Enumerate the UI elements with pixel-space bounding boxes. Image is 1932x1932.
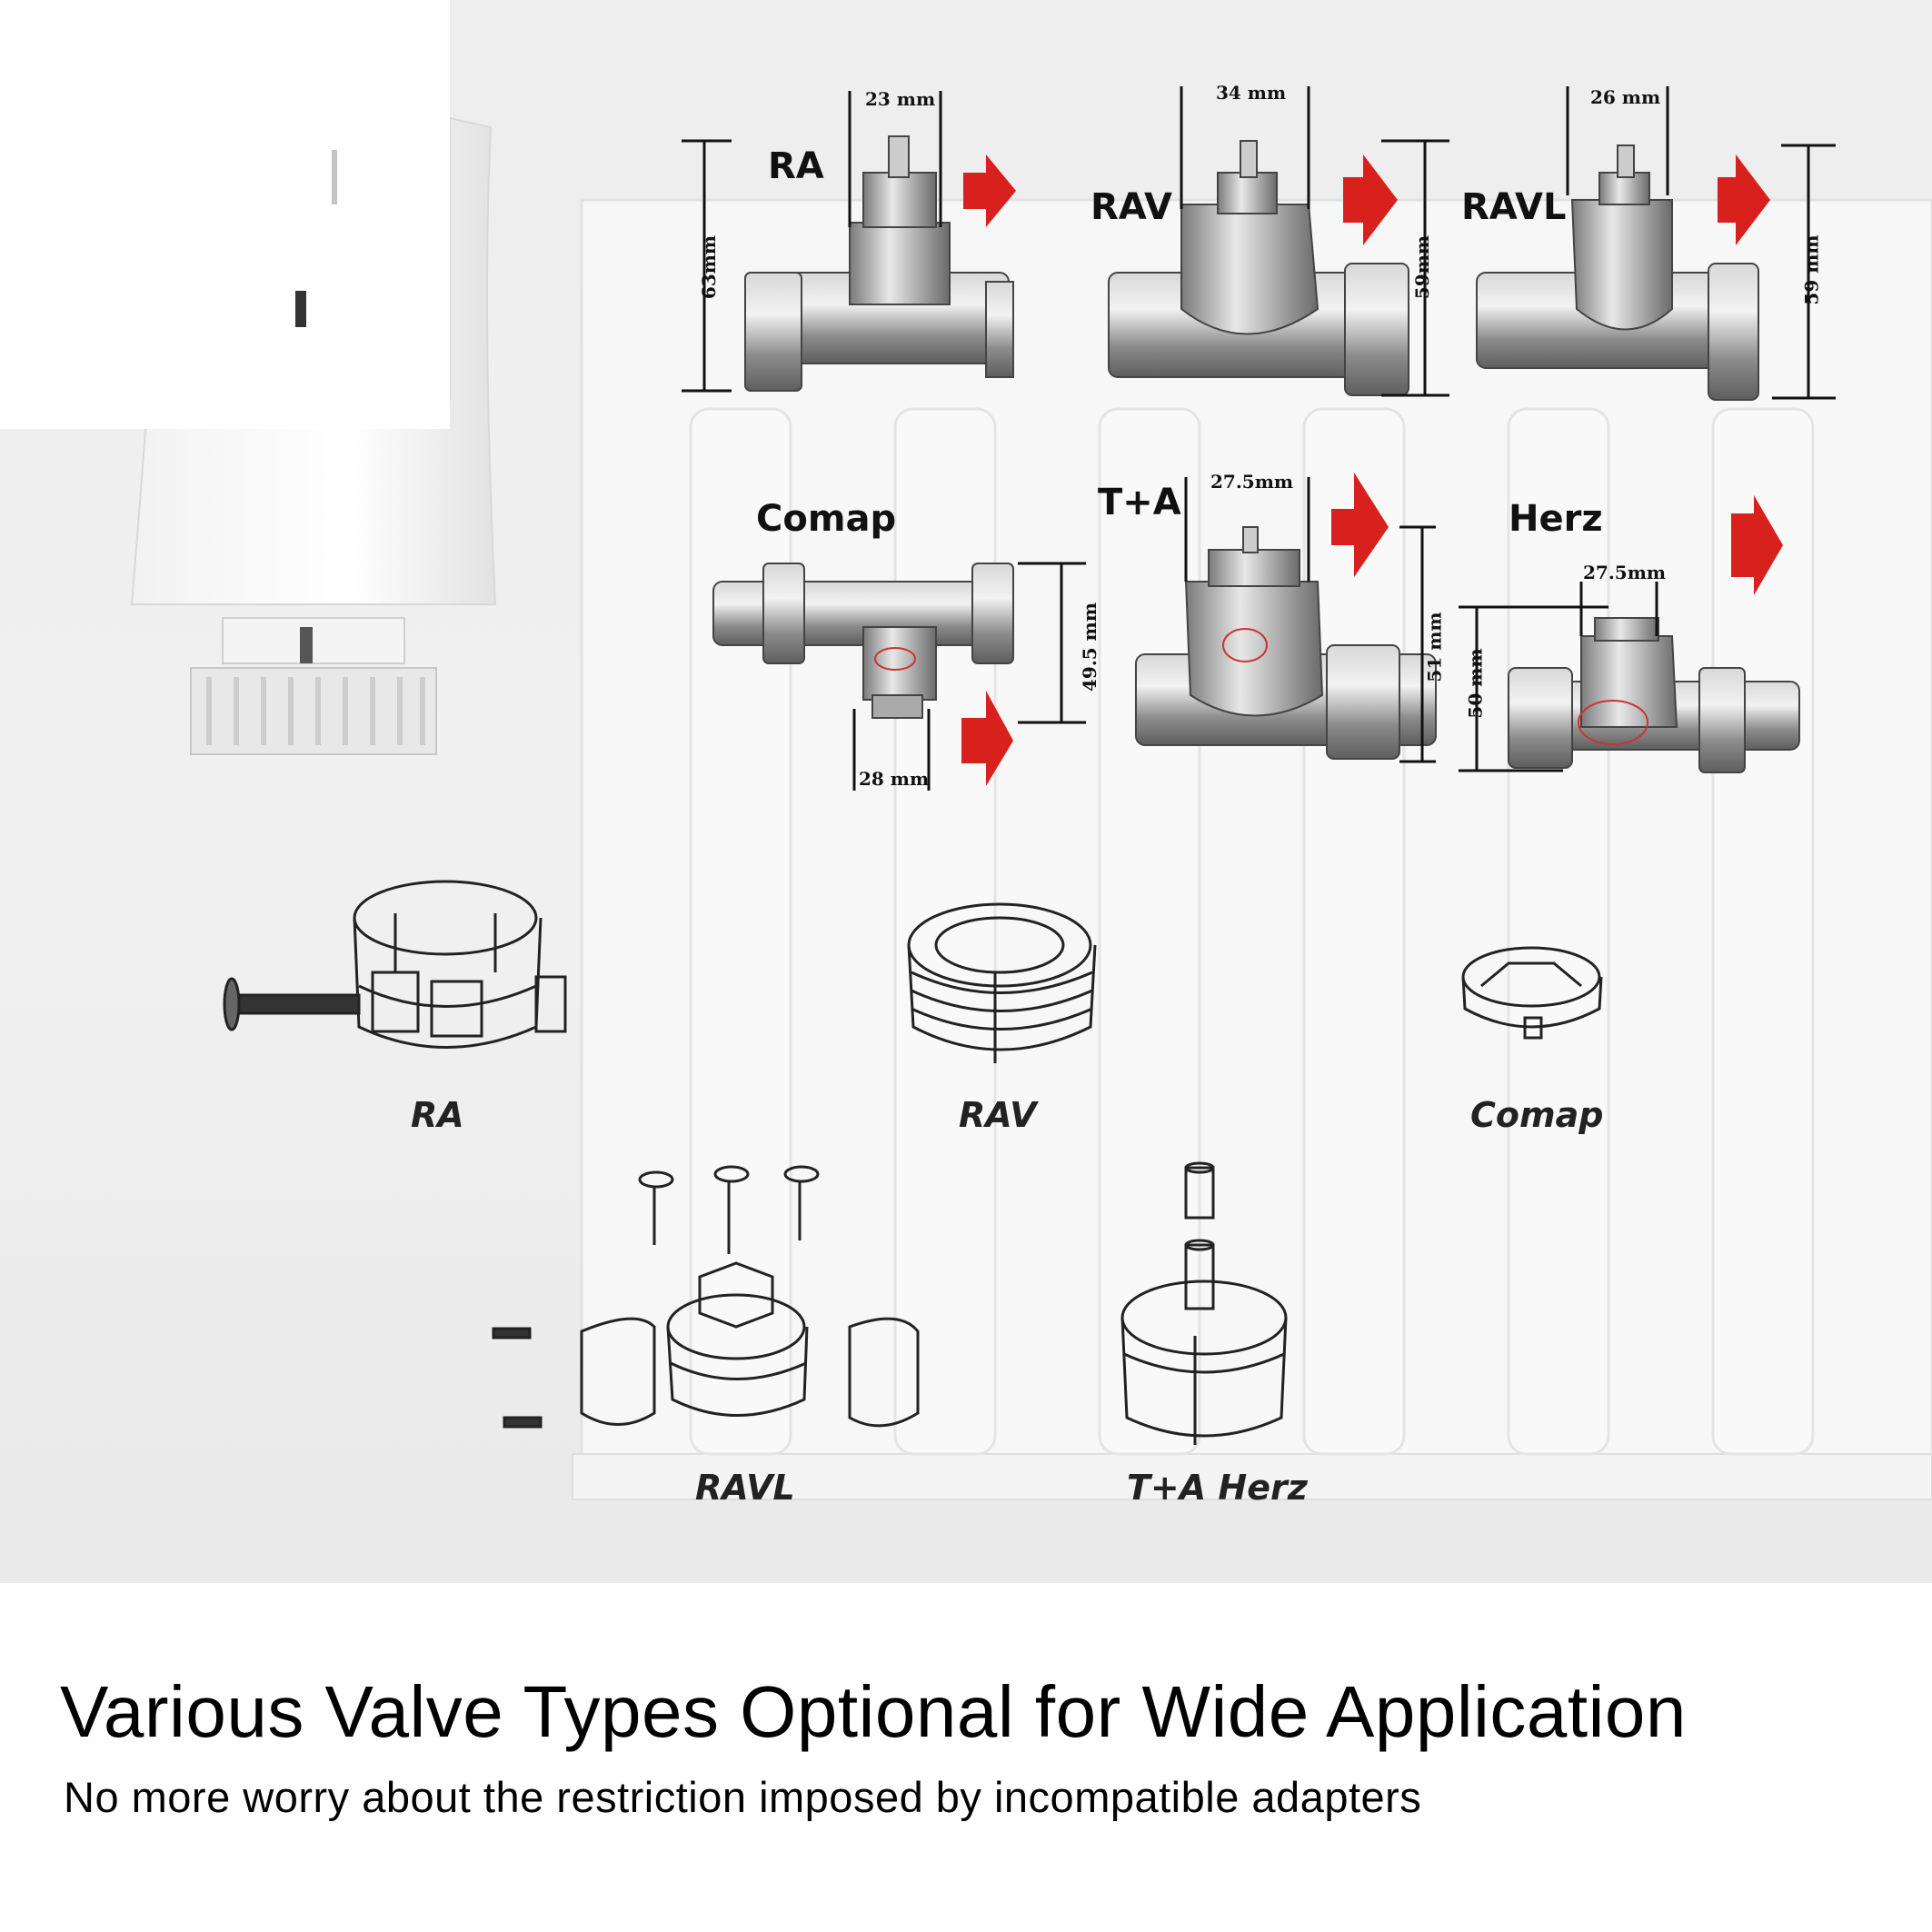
adapter-rav-drawing: [907, 902, 1097, 1063]
valve-ravl-drawing: [1476, 86, 1836, 401]
adapter-ta-herz-drawing: [1120, 1161, 1288, 1445]
dim-comap-height: 49.5 mm: [1079, 603, 1100, 692]
valve-label-herz: Herz: [1509, 498, 1603, 540]
adapter-label-ta-herz: T+A Herz: [1127, 1468, 1308, 1508]
adapter-comap-drawing: [1461, 946, 1603, 1040]
adapter-label-ravl: RAVL: [695, 1468, 795, 1508]
scene-artwork: [0, 0, 1932, 1500]
valve-herz-drawing: [1459, 582, 1800, 773]
adapter-ravl-drawing: [492, 1165, 920, 1429]
red-arrows: [961, 154, 1783, 786]
dim-rav-width: 34 mm: [1216, 82, 1287, 104]
dim-ravl-width: 26 mm: [1590, 86, 1661, 108]
product-scene: RA RAV RAVL Comap T+A Herz 23 mm 63mm 34…: [0, 0, 1932, 1583]
thermostatic-actuator: [0, 0, 497, 755]
valve-rav-drawing: [1108, 86, 1449, 397]
headline: Various Valve Types Optional for Wide Ap…: [60, 1671, 1687, 1752]
adapter-drawings: [223, 880, 1603, 1445]
dim-comap-width: 28 mm: [859, 768, 930, 790]
dim-ta-width: 27.5mm: [1210, 471, 1294, 493]
valve-label-ra: RA: [768, 145, 824, 187]
dim-herz-height: 50 mm: [1464, 648, 1487, 719]
valve-label-rav: RAV: [1090, 186, 1172, 228]
adapter-ra-drawing: [223, 880, 567, 1049]
adapter-label-comap: Comap: [1470, 1095, 1604, 1135]
adapter-label-rav: RAV: [959, 1095, 1037, 1135]
valve-label-ta: T+A: [1098, 482, 1181, 523]
dim-rav-height: 59mm: [1411, 234, 1434, 300]
valve-comap-drawing: [712, 562, 1086, 791]
dim-ravl-height: 59 mm: [1800, 234, 1823, 305]
adapter-label-ra: RA: [411, 1095, 464, 1135]
valve-ta-drawing: [1135, 477, 1437, 763]
dim-ra-height: 63mm: [698, 234, 721, 300]
valve-label-comap: Comap: [756, 498, 897, 540]
subheadline: No more worry about the restriction impo…: [64, 1773, 1422, 1821]
valve-label-ravl: RAVL: [1461, 186, 1567, 228]
dim-herz-width: 27.5mm: [1583, 562, 1667, 583]
valve-ra-drawing: [682, 91, 1014, 393]
dim-ra-width: 23 mm: [865, 88, 936, 110]
dim-ta-height: 51 mm: [1423, 612, 1446, 682]
